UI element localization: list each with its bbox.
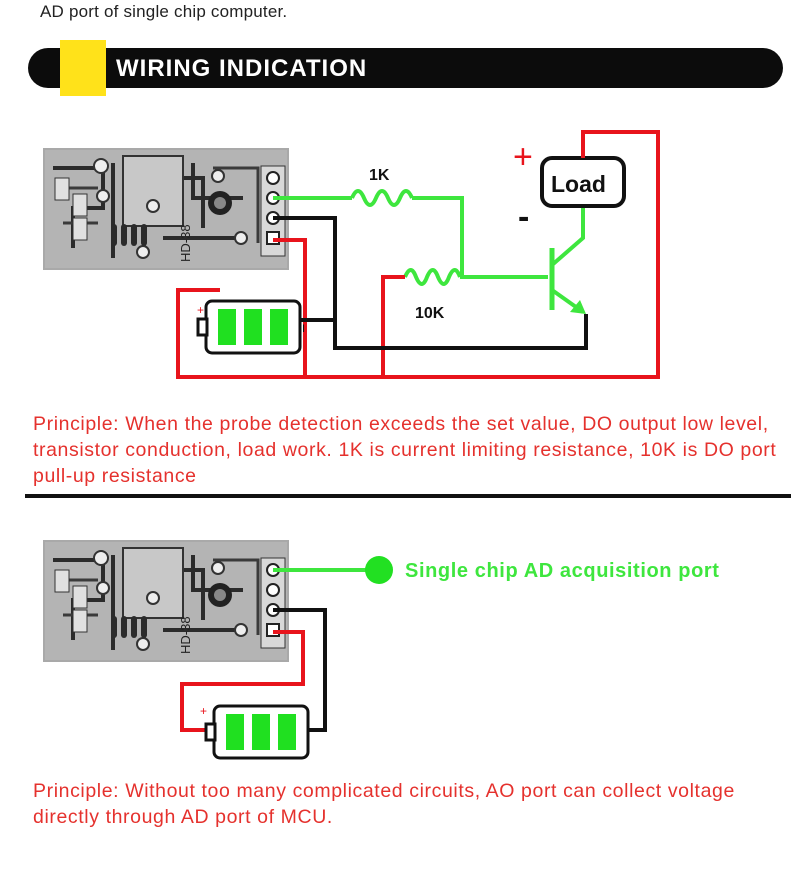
intro-text: AD port of single chip computer. (40, 2, 288, 21)
resistor-10k-label: 10K (415, 305, 445, 322)
diagram-2: HD-38 Single chip AD acquisition port + … (41, 538, 720, 760)
ad-port-label: Single chip AD acquisition port (405, 560, 720, 582)
wire-red-vcc-2 (180, 630, 305, 732)
resistor-1k-label: 1K (369, 167, 390, 184)
wire-black-gnd (273, 216, 588, 350)
battery-1-plus: + (197, 303, 204, 317)
battery-2-plus: + (200, 704, 207, 718)
wire-green-base (412, 196, 548, 279)
load-minus: - (518, 198, 529, 236)
banner-title: WIRING INDICATION (116, 55, 368, 82)
transistor-arrow (570, 300, 586, 314)
wire-red-vcc (273, 238, 307, 377)
transistor-collector (550, 205, 585, 267)
principle-1: Principle: When the probe detection exce… (33, 413, 777, 487)
module-label-2: HD-38 (178, 616, 193, 654)
load-plus: + (513, 138, 533, 176)
sensor-module-2 (41, 538, 291, 664)
wire-red-supply (176, 130, 660, 379)
resistor-10k (403, 268, 462, 286)
ad-port-dot (365, 556, 393, 584)
principle-2: Principle: Without too many complicated … (33, 780, 735, 828)
battery-1-minus: I (302, 323, 305, 335)
battery-2 (204, 704, 310, 760)
wire-red-pullup (381, 275, 405, 377)
battery-1 (196, 299, 302, 355)
load-label: Load (551, 171, 606, 197)
diagram-1: HD-38 1K 10K Load + - + I (41, 130, 660, 379)
section-divider (25, 494, 791, 498)
module-label-1: HD-38 (178, 224, 193, 262)
resistor-1k (350, 189, 414, 207)
sensor-module-1 (41, 146, 291, 272)
section-banner (28, 48, 783, 88)
banner-accent (60, 40, 106, 96)
wire-black-gnd-2 (273, 608, 327, 732)
battery-2-minus: I (306, 724, 309, 736)
